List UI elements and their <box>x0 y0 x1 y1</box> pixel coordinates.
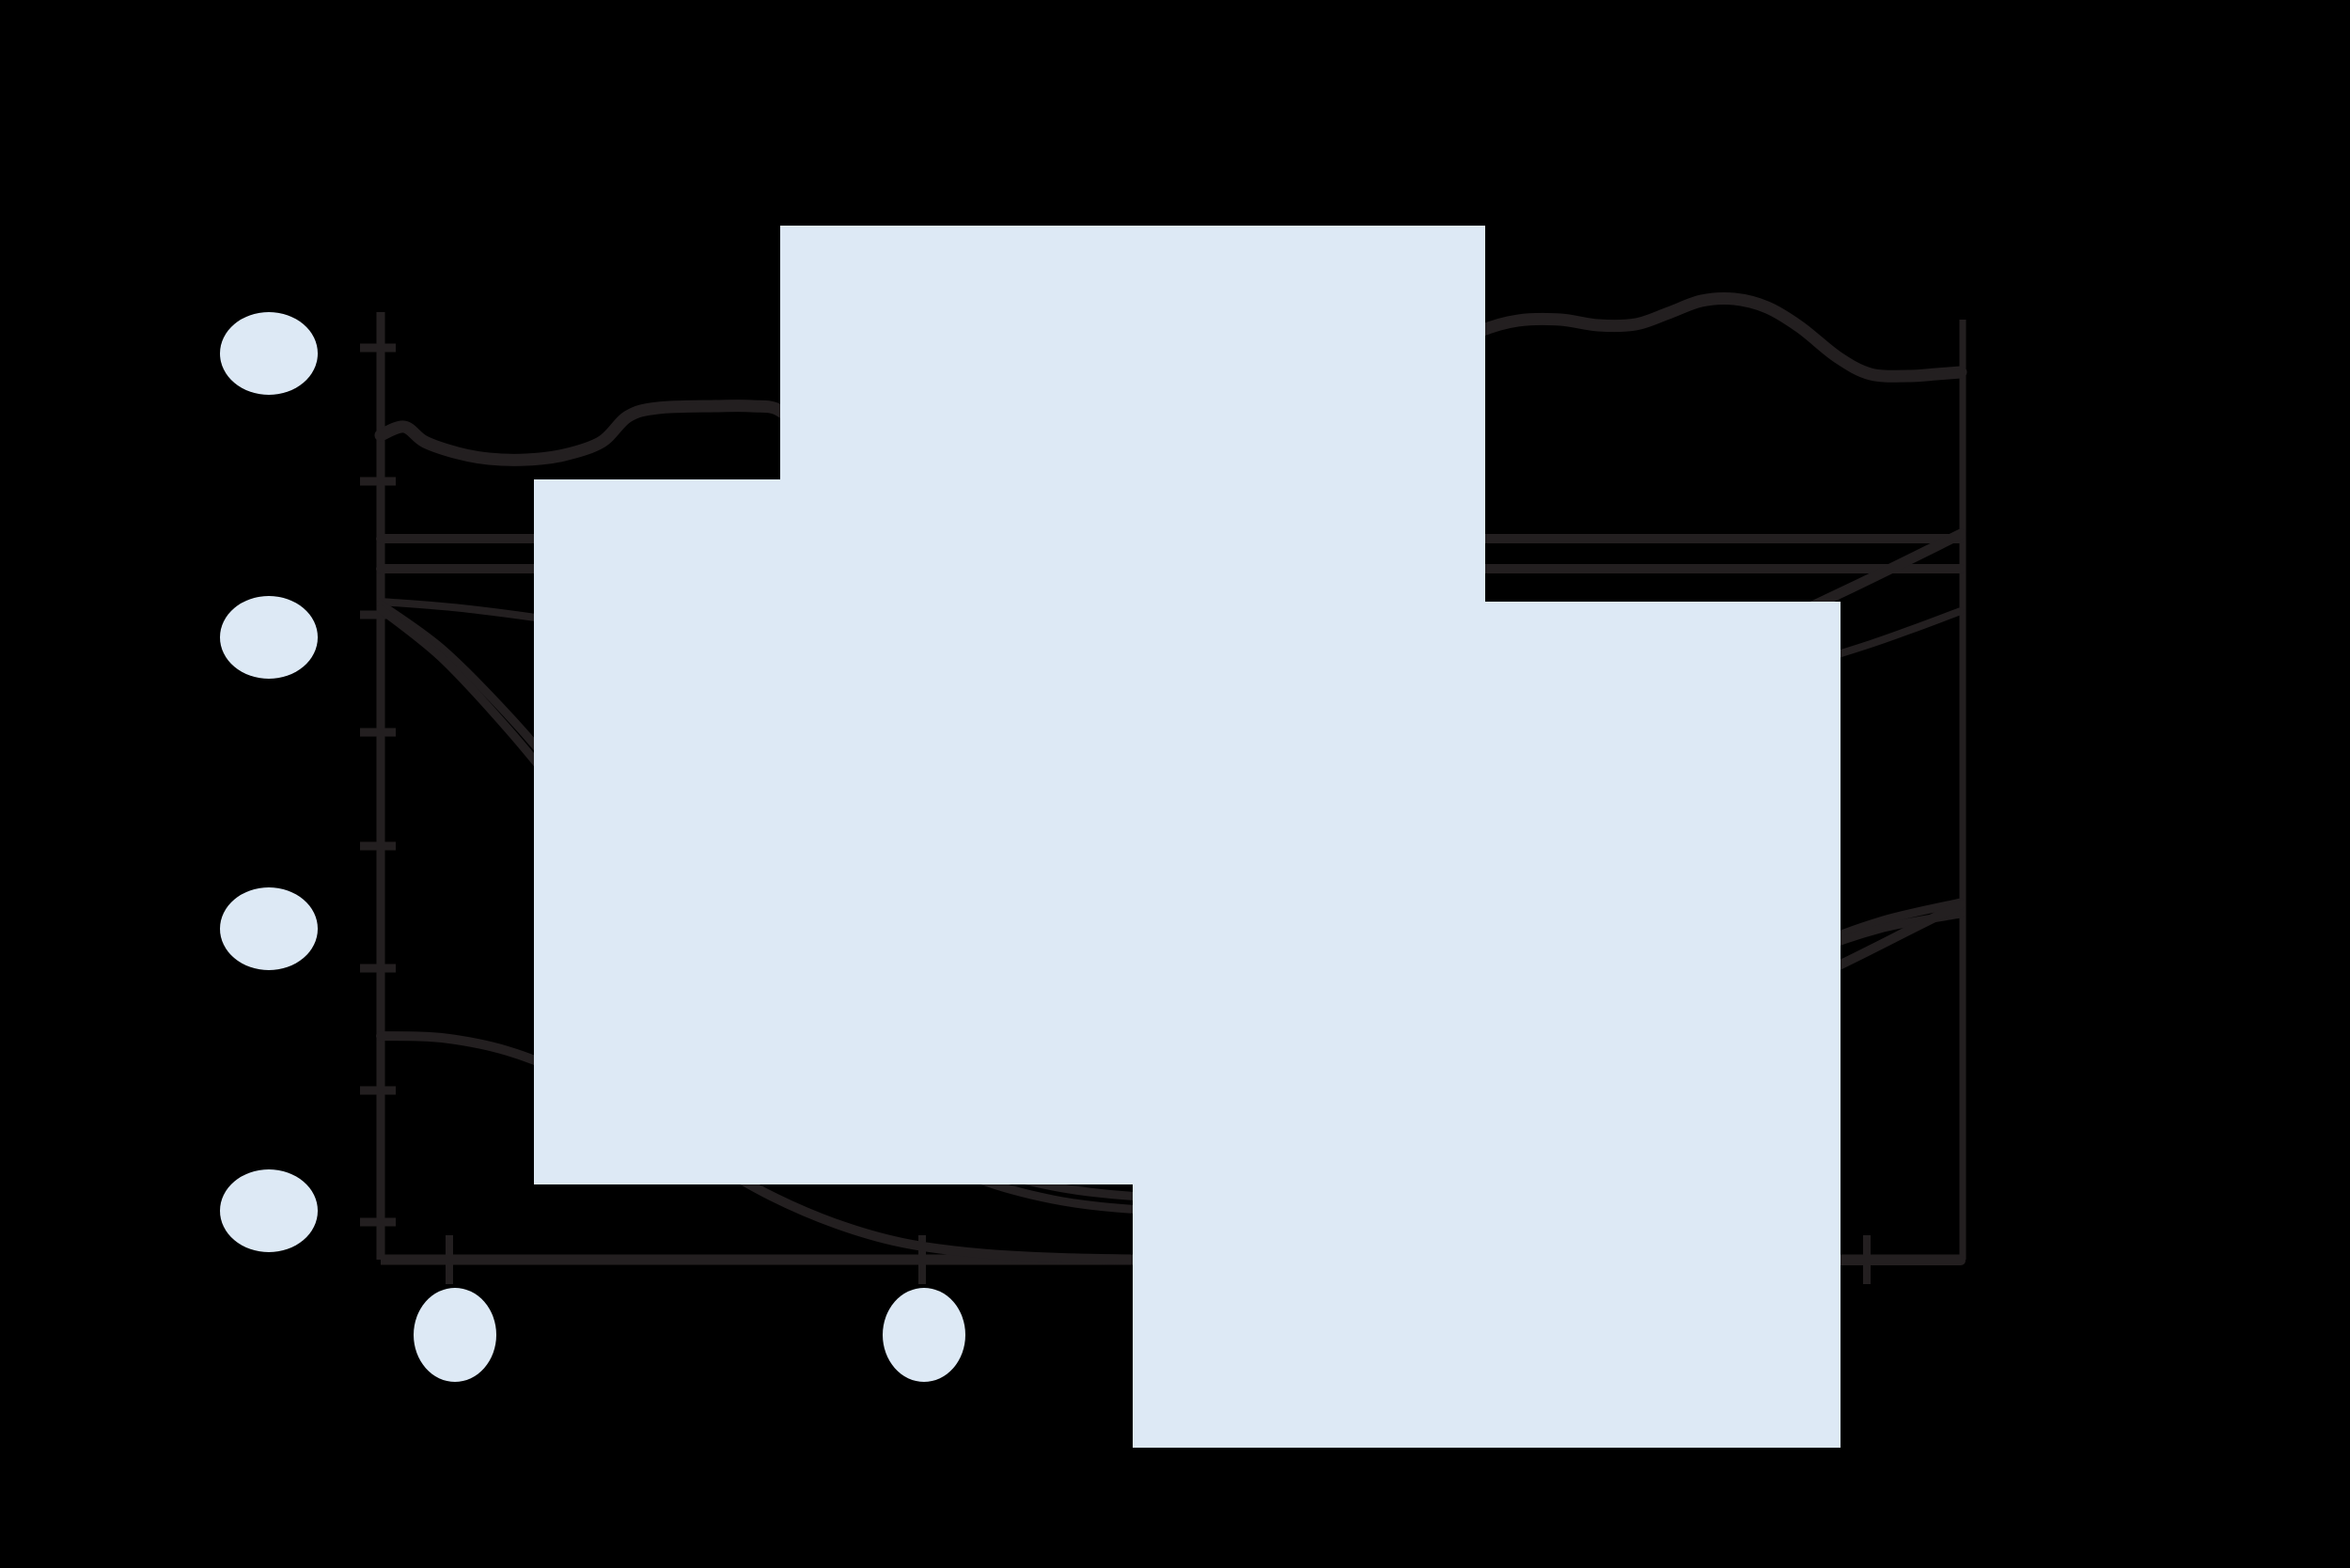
redaction-layer <box>220 226 1841 1448</box>
y-tick-label-mask-3 <box>220 887 318 970</box>
lower-left-mask <box>534 1175 1133 1184</box>
x-tick-label-mask-2 <box>883 1288 965 1382</box>
y-axis-ticks <box>360 343 396 1227</box>
redaction-rectangles <box>534 226 1841 1448</box>
y-tick-label-mask-1 <box>220 312 318 395</box>
xaxis-label-mask <box>1133 1175 1841 1448</box>
legend-block-mask <box>534 479 1485 602</box>
caption-mask <box>1133 790 1841 1175</box>
x-tick-label-mask-1 <box>414 1288 496 1382</box>
y-tick-label-mask-4 <box>220 1169 318 1252</box>
y-tick-label-mask-2 <box>220 596 318 679</box>
redaction-ellipses <box>220 312 965 1382</box>
